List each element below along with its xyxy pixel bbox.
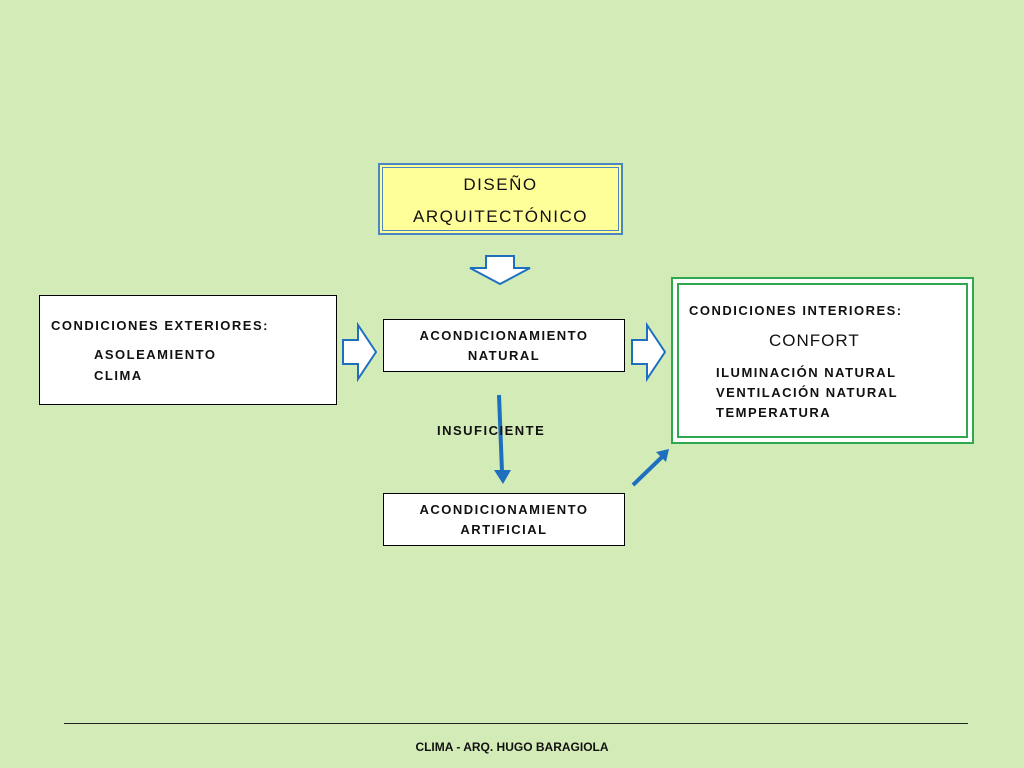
natural-line2: NATURAL	[467, 348, 541, 363]
artificial-conditioning-box: ACONDICIONAMIENTO ARTIFICIAL	[383, 493, 625, 546]
exterior-title: CONDICIONES EXTERIORES:	[51, 318, 269, 333]
arrow-line-diagonal	[631, 455, 664, 487]
natural-line1: ACONDICIONAMIENTO	[419, 328, 589, 343]
arrow-line-down	[497, 394, 504, 473]
interior-title: CONDICIONES INTERIORES:	[689, 303, 903, 318]
block-arrow-right-icon	[631, 321, 667, 383]
arrow-head-down-icon	[494, 470, 511, 484]
interior-item: ILUMINACIÓN NATURAL	[716, 365, 897, 380]
design-line1: DISEÑO	[463, 175, 538, 194]
artificial-line2: ARTIFICIAL	[460, 522, 548, 537]
interior-conditions-box: CONDICIONES INTERIORES: CONFORT ILUMINAC…	[671, 277, 974, 444]
design-box: DISEÑO ARQUITECTÓNICO	[378, 163, 623, 235]
footer-credit: CLIMA - ARQ. HUGO BARAGIOLA	[415, 740, 609, 754]
exterior-conditions-box: CONDICIONES EXTERIORES: ASOLEAMIENTO CLI…	[39, 295, 337, 405]
interior-item: VENTILACIÓN NATURAL	[716, 385, 899, 400]
comfort-heading: CONFORT	[769, 331, 860, 350]
natural-conditioning-box: ACONDICIONAMIENTO NATURAL	[383, 319, 625, 372]
arrow-head-diagonal-icon	[656, 449, 669, 462]
exterior-item: CLIMA	[94, 368, 143, 383]
interior-inner-border	[677, 283, 968, 438]
footer-divider	[64, 723, 968, 724]
interior-item: TEMPERATURA	[716, 405, 832, 420]
block-arrow-down-icon	[469, 255, 531, 286]
insufficient-label: INSUFICIENTE	[437, 423, 546, 438]
exterior-item: ASOLEAMIENTO	[94, 347, 217, 362]
design-line2: ARQUITECTÓNICO	[413, 207, 588, 226]
artificial-line1: ACONDICIONAMIENTO	[419, 502, 589, 517]
block-arrow-right-icon	[342, 321, 378, 383]
